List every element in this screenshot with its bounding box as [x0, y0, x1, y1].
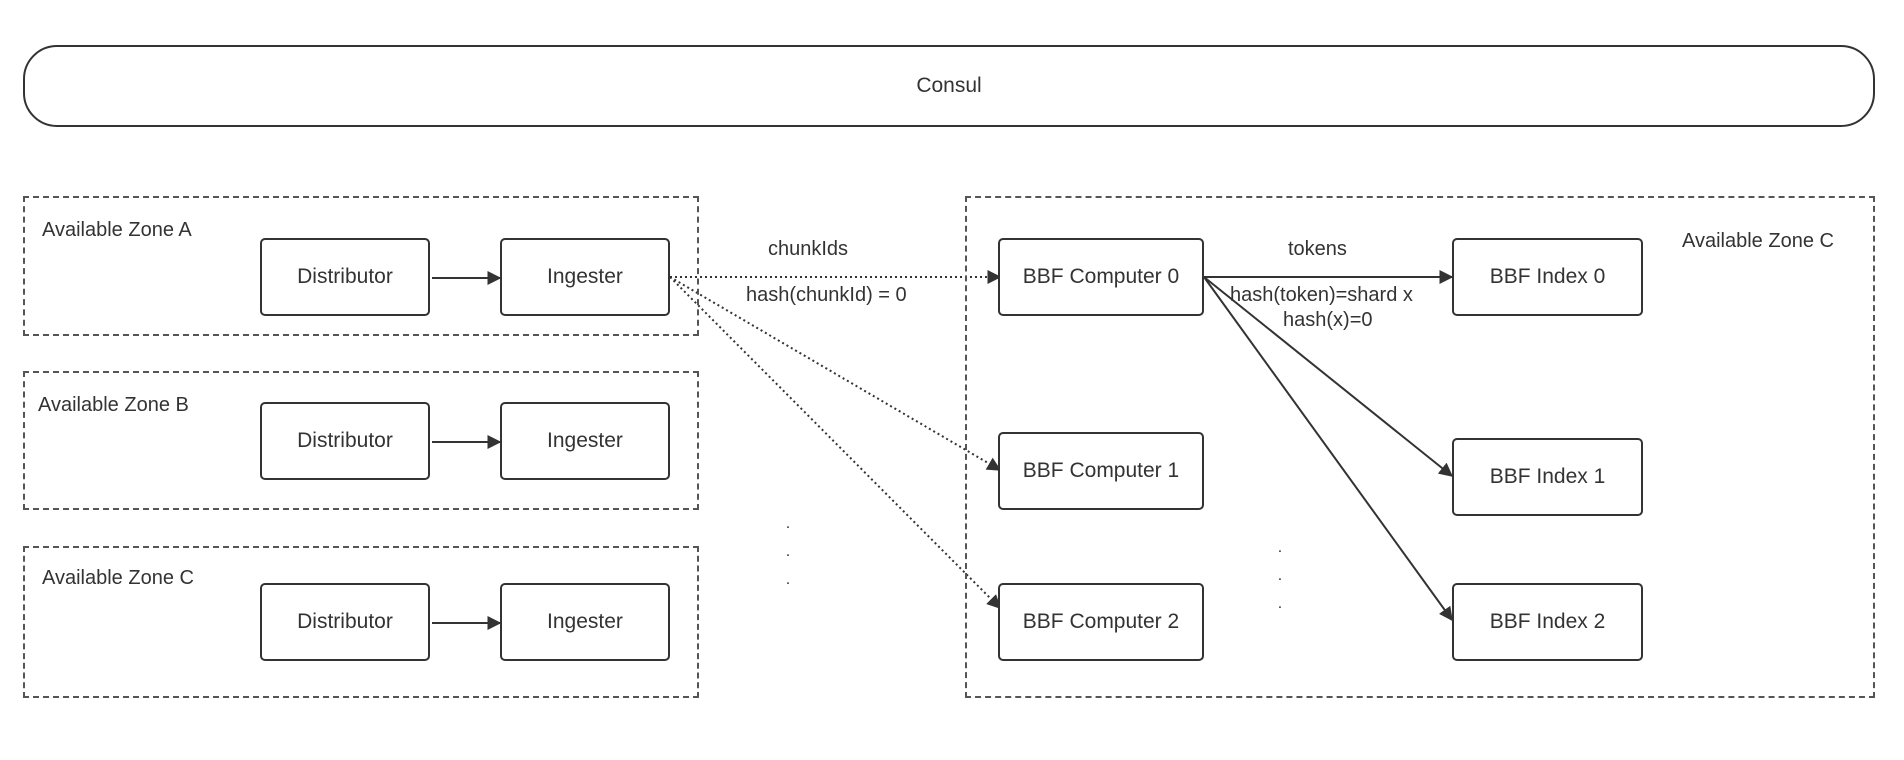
ingester-c: Ingester — [500, 583, 670, 661]
ingester-b-label: Ingester — [547, 429, 623, 452]
zone-c — [23, 546, 699, 698]
zone-a-label: Available Zone A — [42, 219, 192, 241]
ellipsis-indexes: . . . — [1277, 539, 1283, 612]
zone-bbf-label: Available Zone C — [1682, 230, 1834, 252]
zone-c-label: Available Zone C — [42, 567, 194, 589]
distributor-c-label: Distributor — [297, 610, 393, 633]
edge-computer-index-1 — [1203, 276, 1454, 477]
edge-label-hash-chunkid: hash(chunkId) = 0 — [746, 284, 907, 306]
distributor-a: Distributor — [260, 238, 430, 316]
bbf-computer-1: BBF Computer 1 — [998, 432, 1204, 510]
distributor-c: Distributor — [260, 583, 430, 661]
edge-label-hash-token: hash(token)=shard x — [1230, 284, 1413, 306]
bbf-computer-2: BBF Computer 2 — [998, 583, 1204, 661]
bbf-computer-1-label: BBF Computer 1 — [1022, 459, 1180, 482]
edge-label-chunkids: chunkIds — [768, 238, 849, 260]
zone-bbf — [965, 196, 1875, 698]
ingester-a-label: Ingester — [547, 265, 623, 288]
bbf-index-1-label: BBF Index 1 — [1489, 465, 1606, 488]
bbf-computer-0: BBF Computer 0 — [998, 238, 1204, 316]
consul-node: Consul — [23, 45, 1875, 127]
zone-b-label: Available Zone B — [38, 394, 189, 416]
bbf-index-2-label: BBF Index 2 — [1489, 610, 1606, 633]
distributor-b: Distributor — [260, 402, 430, 480]
edge-label-tokens: tokens — [1288, 238, 1347, 260]
ingester-a: Ingester — [500, 238, 670, 316]
zone-a — [23, 196, 699, 336]
consul-label: Consul — [916, 74, 982, 97]
ingester-c-label: Ingester — [547, 610, 623, 633]
zone-b — [23, 371, 699, 510]
bbf-computer-0-label: BBF Computer 0 — [1022, 265, 1180, 288]
bbf-computer-2-label: BBF Computer 2 — [1022, 610, 1180, 633]
edge-label-hash-x: hash(x)=0 — [1283, 309, 1373, 331]
bbf-index-2: BBF Index 2 — [1452, 583, 1643, 661]
bbf-index-1: BBF Index 1 — [1452, 438, 1643, 516]
edge-computer-index-2 — [1203, 276, 1453, 622]
distributor-b-label: Distributor — [297, 429, 393, 452]
edge-ingester-computer-2 — [669, 276, 1001, 609]
bbf-index-0: BBF Index 0 — [1452, 238, 1643, 316]
edge-ingester-computer-1 — [669, 276, 1002, 471]
distributor-a-label: Distributor — [297, 265, 393, 288]
ellipsis-zones: . . . — [785, 515, 791, 588]
ingester-b: Ingester — [500, 402, 670, 480]
bbf-index-0-label: BBF Index 0 — [1489, 265, 1606, 288]
